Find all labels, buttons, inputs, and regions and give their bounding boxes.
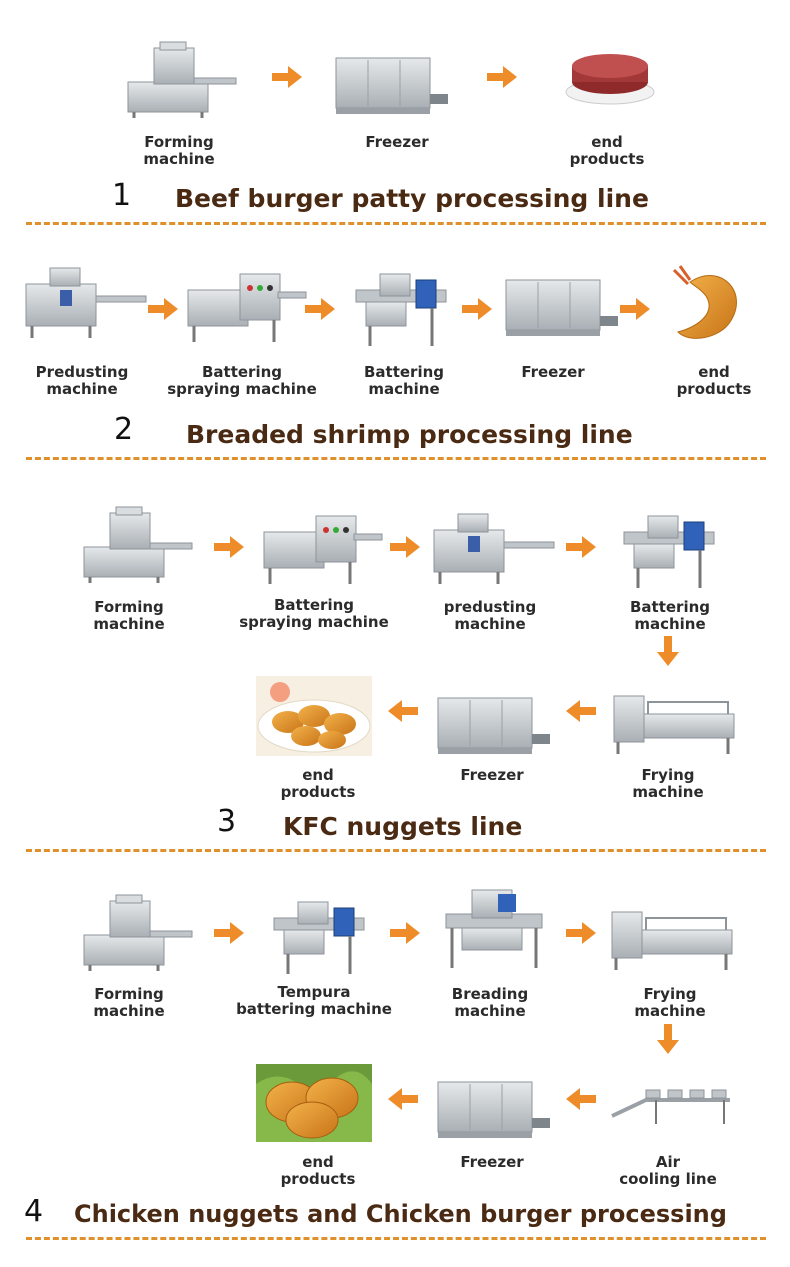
arrow-down-icon [657,1024,679,1054]
breaded-shrimp-image [672,265,737,339]
forming-machine-image [120,40,240,120]
air-cooling-line-image [606,1080,736,1130]
beef-patty-image [565,54,655,105]
arrow-right-icon [620,298,650,320]
forming-machine-image [76,505,196,585]
arrow-right-icon [566,536,596,558]
section-number: 4 [24,1194,44,1229]
section-number: 2 [114,412,134,447]
section-title: Chicken nuggets and Chicken burger proce… [74,1200,727,1228]
section-number: 3 [217,804,237,839]
battering-machine-image [336,270,466,350]
arrow-right-icon [462,298,492,320]
section-divider [26,849,766,852]
arrow-right-icon [487,66,517,88]
nuggets-image [256,676,372,756]
step-label: Freezer [460,766,524,784]
arrow-right-icon [305,298,335,320]
section-divider [26,222,766,225]
arrow-down-icon [657,636,679,666]
freezer-image [330,50,450,120]
arrow-left-icon [388,700,418,722]
frying-machine-image [606,904,736,974]
arrow-right-icon [272,66,302,88]
frying-machine-image [608,688,738,758]
arrow-left-icon [566,700,596,722]
step-label: Freezer [460,1153,524,1171]
arrow-left-icon [388,1088,418,1110]
breading-machine-image [432,884,552,974]
freezer-image [432,1074,552,1144]
section-title: KFC nuggets line [283,812,523,841]
arrow-right-icon [566,922,596,944]
forming-machine-image [76,893,196,973]
battering-machine-image [604,512,734,592]
arrow-right-icon [214,922,244,944]
chicken-burger-image [256,1064,372,1142]
arrow-right-icon [148,298,178,320]
freezer-image [500,272,620,342]
step-label: Freezer [521,363,585,381]
arrow-right-icon [390,536,420,558]
predusting-machine-image [20,262,150,342]
section-title: Breaded shrimp processing line [186,420,633,449]
predusting-machine-image [428,508,558,588]
section-divider [26,457,766,460]
section-number: 1 [112,178,132,213]
arrow-right-icon [390,922,420,944]
step-label: Freezer [365,133,429,151]
arrow-left-icon [566,1088,596,1110]
freezer-image [432,690,552,760]
tempura-battering-machine-image [254,898,384,978]
section-divider [26,1237,766,1240]
battering-spraying-machine-image [254,508,384,588]
arrow-right-icon [214,536,244,558]
section-title: Beef burger patty processing line [175,184,649,213]
battering-spraying-machine-image [178,266,308,346]
